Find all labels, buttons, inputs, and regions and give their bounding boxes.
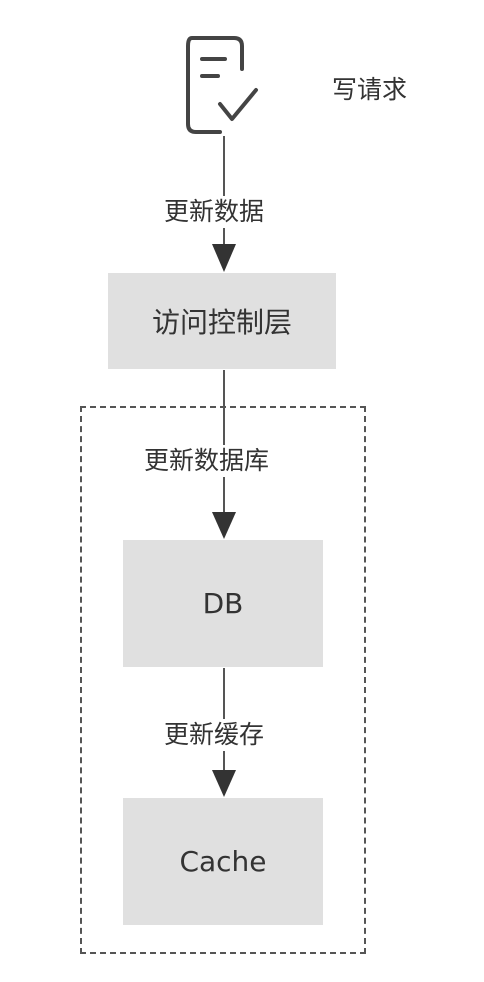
request-type-label: 写请求 [332, 75, 408, 104]
node-db-label: DB [202, 587, 244, 620]
node-access-control-layer-label: 访问控制层 [151, 306, 292, 339]
edge-label-update-cache: 更新缓存 [160, 719, 269, 751]
edge-label-update-database: 更新数据库 [140, 445, 274, 477]
document-check-icon [186, 36, 258, 134]
edge-label-update-data: 更新数据 [160, 196, 269, 228]
node-cache: Cache [123, 798, 323, 925]
connector-request-to-access [212, 136, 236, 272]
node-db: DB [123, 540, 323, 667]
node-cache-label: Cache [179, 845, 267, 878]
connector-access-to-db [212, 370, 236, 539]
node-access-control-layer: 访问控制层 [108, 273, 336, 369]
